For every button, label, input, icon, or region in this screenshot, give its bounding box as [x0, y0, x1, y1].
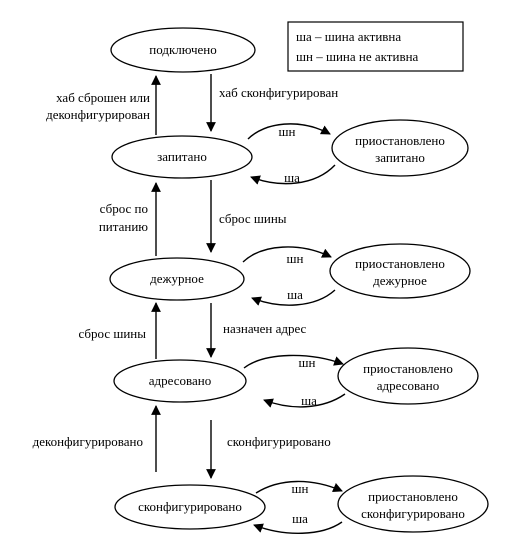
- suspended-default: приостановлено дежурное: [329, 243, 471, 299]
- suspended-addressed-line2: адресовано: [377, 378, 439, 393]
- suspended-addressed-line1: приостановлено: [363, 361, 453, 376]
- suspended-configured-line2: сконфигурировано: [361, 506, 465, 521]
- suspended-default-line1: приостановлено: [355, 256, 445, 271]
- state-configured: сконфигурировано: [114, 484, 266, 530]
- legend-line-active: ша – шина активна: [296, 29, 401, 44]
- state-default-label: дежурное: [150, 271, 204, 286]
- suspended-addressed-ellipse: [337, 347, 479, 405]
- arrow-default-resume: [251, 289, 336, 306]
- suspended-configured: приостановлено сконфигурировано: [337, 475, 489, 533]
- arrow-powered-suspend: [247, 123, 331, 140]
- legend: ша – шина активна шн – шина не активна: [287, 21, 464, 72]
- state-connected-ellipse: [110, 27, 256, 73]
- state-connected-label: подключено: [149, 42, 216, 57]
- state-configured-label: сконфигурировано: [138, 499, 242, 514]
- label-default-inactive: шн: [287, 251, 304, 266]
- label-powered-active: ша: [284, 170, 300, 185]
- label-addressed-active: ша: [301, 393, 317, 408]
- suspended-configured-line1: приостановлено: [368, 489, 458, 504]
- label-configured: сконфигурировано: [227, 434, 331, 449]
- label-addressed-inactive: шн: [299, 355, 316, 370]
- state-default-ellipse: [109, 257, 245, 301]
- suspended-powered-ellipse: [331, 119, 469, 177]
- state-default: дежурное: [109, 257, 245, 301]
- label-powered-inactive: шн: [279, 124, 296, 139]
- label-configured-active: ша: [292, 511, 308, 526]
- state-powered-label: запитано: [157, 149, 207, 164]
- label-hub-reset-line2: деконфигурирован: [46, 107, 150, 122]
- label-configured-inactive: шн: [292, 481, 309, 496]
- suspended-default-line2: дежурное: [373, 273, 427, 288]
- suspended-configured-ellipse: [337, 475, 489, 533]
- state-connected: подключено: [110, 27, 256, 73]
- suspended-addressed: приостановлено адресовано: [337, 347, 479, 405]
- suspended-powered: приостановлено запитано: [331, 119, 469, 177]
- label-power-reset-line2: питанию: [99, 219, 148, 234]
- arrow-powered-resume: [250, 164, 336, 185]
- label-hub-configured: хаб сконфигурирован: [219, 85, 338, 100]
- label-power-reset-line1: сброс по: [100, 201, 148, 216]
- label-hub-reset-line1: хаб сброшен или: [56, 90, 150, 105]
- label-default-active: ша: [287, 287, 303, 302]
- state-addressed-ellipse: [113, 359, 247, 403]
- label-deconfigured: деконфигурировано: [33, 434, 143, 449]
- state-configured-ellipse: [114, 484, 266, 530]
- suspended-powered-line1: приостановлено: [355, 133, 445, 148]
- label-bus-reset-down: сброс шины: [219, 211, 287, 226]
- label-bus-reset-up: сброс шины: [78, 326, 146, 341]
- state-addressed-label: адресовано: [149, 373, 211, 388]
- legend-line-inactive: шн – шина не активна: [296, 49, 419, 64]
- suspended-powered-line2: запитано: [375, 150, 425, 165]
- state-powered-ellipse: [111, 135, 253, 179]
- arrow-addressed-suspend: [243, 354, 344, 369]
- suspended-default-ellipse: [329, 243, 471, 299]
- arrow-addressed-resume: [263, 393, 346, 408]
- label-address-assigned: назначен адрес: [223, 321, 307, 336]
- state-powered: запитано: [111, 135, 253, 179]
- arrow-default-suspend: [242, 246, 332, 263]
- arrow-configured-suspend: [255, 480, 343, 494]
- state-addressed: адресовано: [113, 359, 247, 403]
- arrow-configured-resume: [253, 521, 343, 534]
- legend-box: [287, 21, 464, 72]
